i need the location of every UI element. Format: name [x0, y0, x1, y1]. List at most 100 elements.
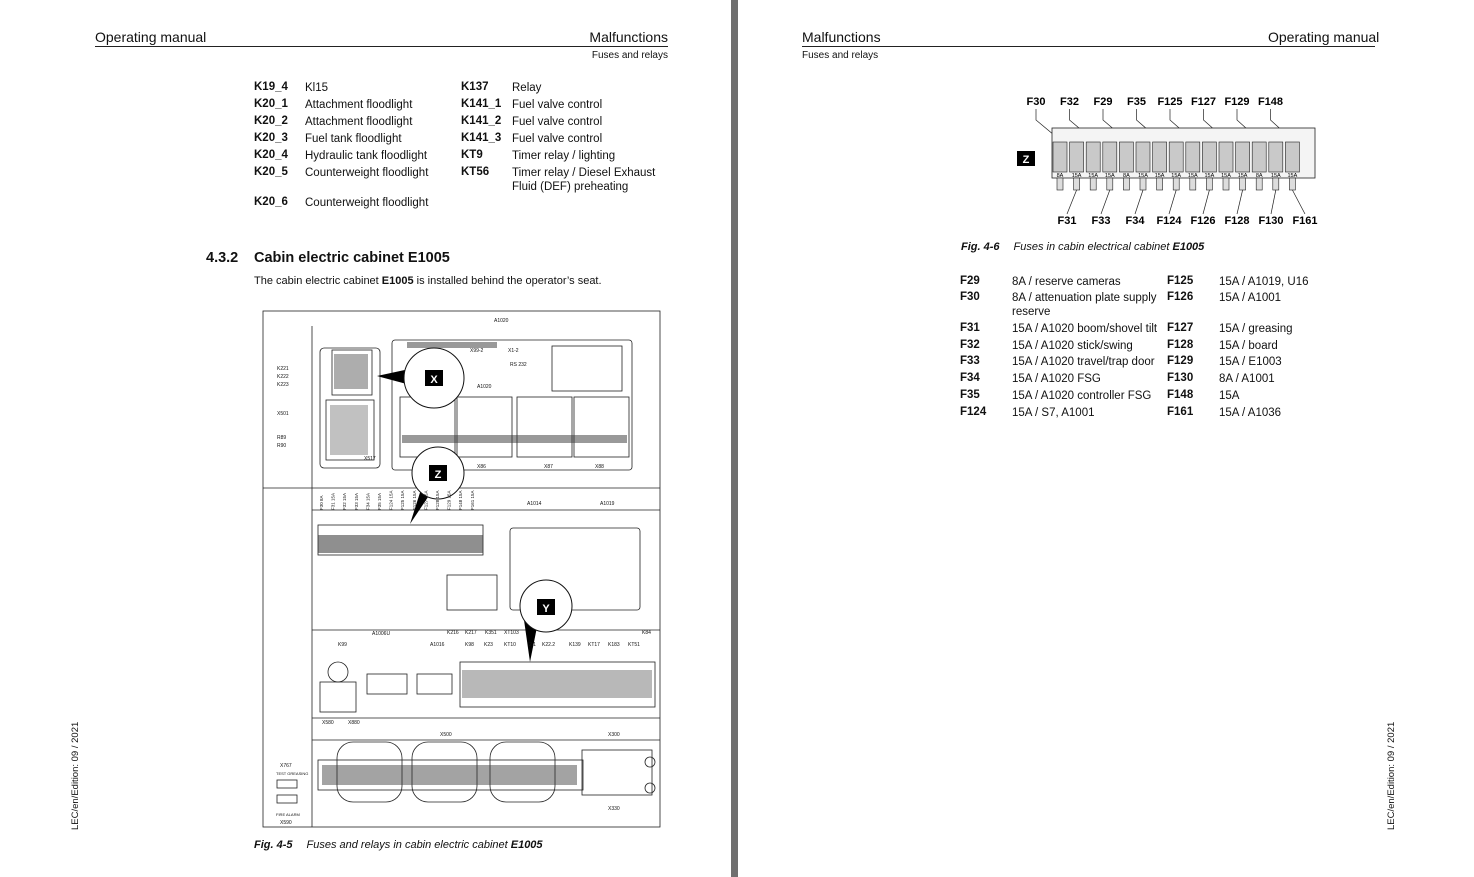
fuse-code: F125 — [1167, 275, 1194, 287]
figure-caption-text: Fuses and relays in cabin electric cabin… — [306, 839, 511, 851]
page-gutter — [731, 0, 738, 877]
fuse-pin — [1056, 177, 1064, 191]
body-text-end: is installed behind the operator’s seat. — [413, 275, 602, 287]
diagram-fuse-label: F35 15A — [377, 493, 382, 510]
diagram-label: X517 — [364, 456, 376, 462]
fuse-desc: 15A / A1020 FSG — [1012, 373, 1101, 385]
relay-code: K141_3 — [461, 132, 502, 144]
fuse-rating: 15A — [1171, 173, 1181, 179]
diagram-label: K84 — [642, 630, 651, 636]
fuse-desc: 15A / board — [1219, 340, 1278, 352]
diagram-fuse-label: F126 15A — [412, 490, 417, 510]
fuse-pin — [1222, 177, 1230, 191]
body-bold: E1005 — [381, 275, 414, 287]
diagram-label: K222 — [277, 374, 289, 380]
fuse-code: F31 — [960, 322, 980, 334]
header-right: Operating manual — [1268, 29, 1380, 45]
diagram-fuse-label: F31 15A — [331, 493, 336, 510]
edition-note: LEC/en/Edition: 09 / 2021 — [70, 721, 81, 830]
fuse — [1218, 141, 1234, 173]
diagram-label: KT51 — [628, 642, 640, 648]
relay-code: K20_5 — [254, 166, 288, 178]
relay-desc: Timer relay / Diesel Exhaust — [512, 167, 656, 179]
diagram-frame — [262, 310, 661, 828]
leader-line — [1292, 189, 1306, 215]
relay-desc: Timer relay / lighting — [512, 150, 616, 162]
diagram-label: A1020 — [494, 318, 509, 324]
diagram-label: R89 — [277, 435, 286, 441]
diagram-label: K351 — [485, 630, 497, 636]
fuse-pin — [1189, 177, 1197, 191]
figure-caption-text: Fuses in cabin electrical cabinet — [1013, 241, 1173, 253]
diagram-label: FIRE ALARM — [276, 812, 300, 817]
diagram-fuse-label: F124 15A — [389, 490, 394, 510]
fuse-code: F128 — [1167, 339, 1194, 351]
fuse-code: F33 — [960, 355, 980, 367]
figure-label: Fig. 4-6 — [961, 241, 1000, 253]
diagram-label: A1019 — [600, 501, 615, 507]
diagram-label: X300 — [608, 732, 620, 738]
fuse-rating: 8A — [1057, 173, 1064, 179]
fuse-code: F124 — [960, 406, 987, 418]
figure-caption-4-6: Fig. 4-6 Fuses in cabin electrical cabine… — [961, 241, 1204, 253]
relay-desc-cont: Fluid (DEF) preheating — [512, 181, 629, 193]
fuse-bottom-label: F126 — [1190, 215, 1215, 227]
fuse-bottom-label: F31 — [1058, 215, 1077, 227]
fuse-pin — [1073, 177, 1080, 191]
fuse-rating: 15A — [1238, 173, 1248, 179]
relay-code: K137 — [461, 81, 489, 93]
callout-y-label: Y — [542, 603, 550, 615]
zone-z-label: Z — [1023, 154, 1030, 166]
relay-code: K20_3 — [254, 132, 288, 144]
diagram-label: KT17 — [588, 642, 600, 648]
leader-line — [1270, 189, 1277, 215]
fuse-pin — [1089, 177, 1097, 191]
fuse-rating: 15A — [1105, 173, 1115, 179]
figure-caption-bold: E1005 — [510, 839, 543, 851]
fuse — [1069, 141, 1084, 173]
fuse-code: F29 — [960, 275, 980, 287]
fuse-code: F130 — [1167, 372, 1194, 384]
fuse-desc: 15A — [1219, 390, 1240, 402]
fuse-desc: 8A / A1001 — [1219, 373, 1275, 385]
fuse-rating: 8A — [1256, 173, 1263, 179]
diagram-fuse-label: F32 15A — [342, 493, 347, 510]
fuse-rating: 15A — [1271, 173, 1281, 179]
left-page: Operating manual Malfunctions Fuses and … — [0, 0, 731, 877]
relay-desc: Fuel tank floodlight — [305, 133, 402, 145]
fuse-code: F126 — [1167, 291, 1194, 303]
fuse-pin — [1106, 177, 1114, 191]
header-rule — [802, 46, 1375, 47]
header-right: Malfunctions — [589, 29, 668, 45]
right-page: Malfunctions Operating manual Fuses and … — [738, 0, 1474, 877]
fuse-code: F148 — [1167, 389, 1194, 401]
diagram-fuse-label: F34 15A — [365, 493, 370, 510]
relay-desc: Kl15 — [305, 82, 329, 94]
relay-desc: Counterweight floodlight — [305, 167, 429, 179]
subheader: Fuses and relays — [591, 50, 668, 61]
diagram-label: X1-2 — [508, 348, 519, 354]
section-title: Cabin electric cabinet E1005 — [254, 250, 450, 266]
fuse-rating: 15A — [1138, 173, 1148, 179]
leader-line — [1168, 189, 1177, 215]
callout-z-label: Z — [435, 469, 442, 481]
section-number: 4.3.2 — [206, 250, 239, 266]
fuse — [1085, 141, 1101, 173]
section-body: The cabin electric cabinet E1005 is inst… — [254, 275, 602, 287]
diagram-label: X500 — [440, 732, 452, 738]
fuse-code: F127 — [1167, 322, 1194, 334]
fuse-desc: 15A / S7, A1001 — [1012, 407, 1095, 419]
fuse-desc: 15A / A1020 boom/shovel tilt — [1012, 323, 1158, 335]
fuse-desc: 15A / A1020 travel/trap door — [1012, 356, 1155, 368]
relay-code: K141_2 — [461, 115, 502, 127]
relay-desc: Fuel valve control — [512, 116, 603, 128]
relay-desc: Hydraulic tank floodlight — [305, 150, 428, 162]
fuse-rating: 8A — [1123, 173, 1130, 179]
leader-line — [1100, 189, 1111, 215]
fuse-desc: 8A / reserve cameras — [1012, 276, 1121, 288]
relay-desc: Fuel valve control — [512, 133, 603, 145]
header-rule — [95, 46, 668, 47]
diagram-label: K98 — [465, 642, 474, 648]
